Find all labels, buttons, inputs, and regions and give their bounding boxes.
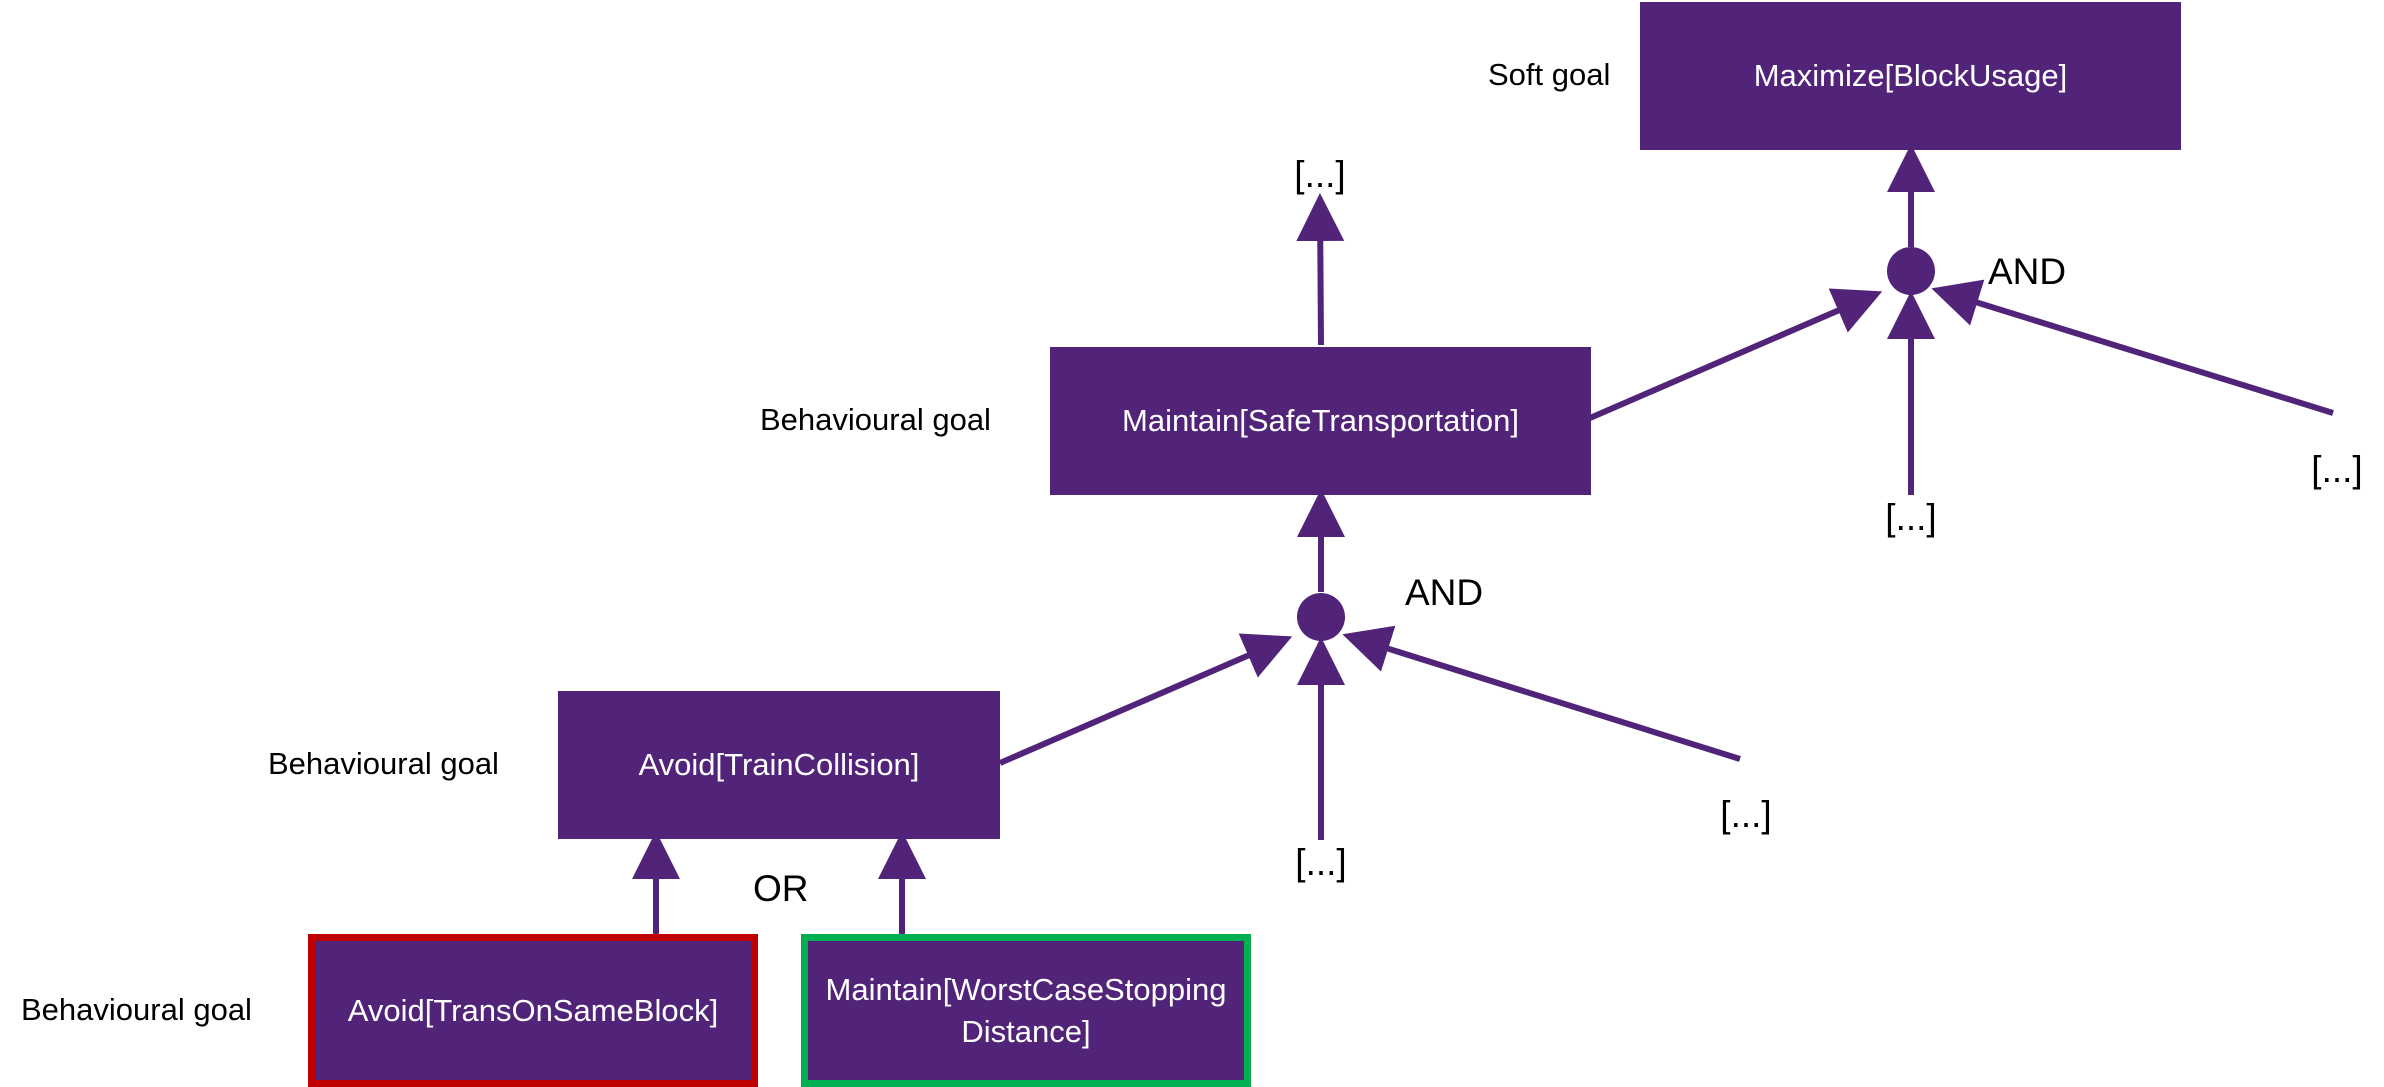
placeholder-upper-and-middle: [...] — [1885, 497, 1937, 538]
goal-avoid-trans-on-same-block: Avoid[TransOnSameBlock] — [308, 934, 758, 1087]
goal-avoid-train-collision-label: Avoid[TrainCollision] — [638, 747, 920, 783]
operator-and-lower: AND — [1405, 572, 1484, 613]
and-node-lower — [1297, 593, 1345, 641]
level-label-soft-goal: Soft goal — [1488, 57, 1611, 92]
edge-train-collision-to-and-lower — [998, 633, 1293, 766]
goal-maintain-worst-case-stopping-distance: Maintain[WorstCaseStopping Distance] — [801, 934, 1251, 1087]
goal-avoid-train-collision: Avoid[TrainCollision] — [558, 691, 1000, 839]
and-node-upper — [1887, 247, 1935, 295]
operator-or: OR — [753, 868, 809, 909]
goal-maintain-safe-transportation-label: Maintain[SafeTransportation] — [1122, 403, 1519, 439]
level-label-behavioural-goal-1: Behavioural goal — [760, 402, 991, 437]
edge-placeholder-to-and-lower-right — [1342, 625, 1741, 762]
placeholder-above-safe-transportation: [...] — [1294, 154, 1346, 195]
edge-safe-transportation-to-and-upper — [1588, 288, 1883, 421]
goal-maximize-block-usage: Maximize[BlockUsage] — [1640, 2, 2181, 150]
placeholder-lower-and-middle: [...] — [1295, 842, 1347, 883]
level-label-behavioural-goal-3: Behavioural goal — [21, 992, 252, 1027]
operator-and-upper: AND — [1988, 251, 2067, 292]
placeholder-upper-and-right: [...] — [2311, 449, 2363, 490]
goal-maintain-worst-case-stopping-line1: Maintain[WorstCaseStopping — [825, 971, 1227, 1007]
goal-maintain-safe-transportation: Maintain[SafeTransportation] — [1050, 347, 1591, 495]
placeholder-lower-and-right: [...] — [1720, 794, 1772, 835]
level-label-behavioural-goal-2: Behavioural goal — [268, 746, 499, 781]
goal-maximize-block-usage-label: Maximize[BlockUsage] — [1753, 58, 2068, 94]
edge-placeholder-to-and-upper-right — [1931, 279, 2334, 416]
goal-maintain-worst-case-stopping-line2: Distance] — [961, 1013, 1091, 1049]
edge-safe-transportation-to-parent — [1296, 193, 1345, 346]
goal-avoid-trans-on-same-block-label: Avoid[TransOnSameBlock] — [347, 992, 719, 1028]
